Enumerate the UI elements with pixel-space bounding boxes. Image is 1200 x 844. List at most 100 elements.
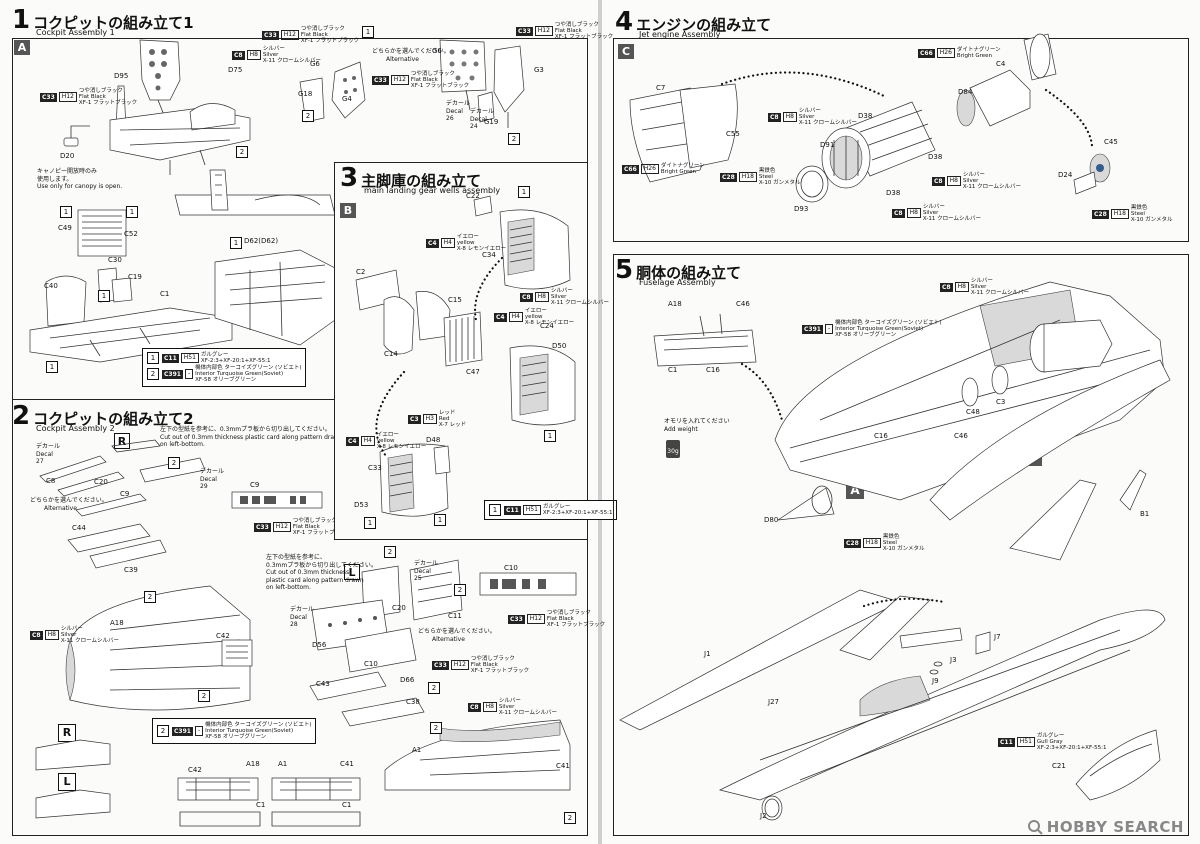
step-title-jp: コクピットの組み立て1 (33, 14, 194, 32)
part-label: D38 (858, 112, 873, 120)
step-title-en: Cockpit Assembly 2 (36, 424, 115, 433)
plastic-card-note: 左下の型紙を参考に、0.3mmプラ板から切り出してください。Cut out of… (266, 554, 377, 591)
quantity-box: 2 (302, 110, 314, 122)
part-label: C20 (94, 478, 108, 486)
part-label: C7 (656, 84, 666, 92)
part-label: C8 (46, 477, 56, 485)
quantity-box: 1 (544, 430, 556, 442)
part-label: C15 (448, 296, 462, 304)
quantity-box: 1 (230, 237, 242, 249)
quantity-box: 2 (168, 457, 180, 469)
part-label: C21 (1052, 762, 1066, 770)
quantity-box: 1 (518, 186, 530, 198)
step-4-panel (613, 38, 1189, 242)
step-title-en: Cockpit Assembly 1 (36, 28, 115, 37)
quantity-box: 2 (384, 546, 396, 558)
part-label: C4 (996, 60, 1006, 68)
weight-icon: 30g (666, 440, 680, 458)
step-title-en: main landing gear wells assembly (364, 186, 501, 195)
quantity-box: 2 (454, 584, 466, 596)
part-label: C52 (124, 230, 138, 238)
part-label: A18 (110, 619, 124, 627)
alternative-note: どちらかを選んでください。Alternative (418, 628, 496, 643)
part-label: D75 (228, 66, 243, 74)
part-label: D24 (1058, 171, 1073, 179)
quantity-box: 2 (508, 133, 520, 145)
quantity-box: 2 (430, 722, 442, 734)
part-label: A1 (278, 760, 288, 768)
part-label: D62(D62) (244, 237, 279, 245)
part-label: A1 (412, 746, 422, 754)
paint-callout-interior-green: C391- 機体内部色 ターコイズグリーン (ソビエト)Interior Tur… (802, 320, 942, 338)
part-label: D84 (958, 88, 973, 96)
part-label: J1 (704, 650, 711, 658)
part-label: C44 (72, 524, 86, 532)
part-label: D56 (312, 641, 327, 649)
step-number: 2 (12, 401, 31, 431)
part-label: C14 (384, 350, 398, 358)
step-number: 5 (615, 255, 634, 285)
part-label: C42 (216, 632, 230, 640)
part-label: J7 (994, 633, 1001, 641)
part-label: D95 (114, 72, 129, 80)
part-label: D93 (794, 205, 809, 213)
part-label: D66 (400, 676, 415, 684)
part-label: C1 (668, 366, 678, 374)
part-label: C1 (256, 801, 266, 809)
quantity-box: 2 (564, 812, 576, 824)
part-label: D48 (426, 436, 441, 444)
part-label: C24 (540, 322, 554, 330)
part-label: C9 (250, 481, 260, 489)
part-label: C42 (188, 766, 202, 774)
pattern-tag-l: L (58, 773, 76, 791)
part-label: A18 (246, 760, 260, 768)
part-label: C22 (466, 192, 480, 200)
part-label: C11 (448, 612, 462, 620)
step-title-en: Jet engine Assembly (639, 30, 721, 39)
plastic-card-note: 左下の型紙を参考に、0.3mmプラ板から切り出してください。Cut out of… (160, 426, 343, 448)
part-label: C40 (44, 282, 58, 290)
part-label: B1 (1140, 510, 1150, 518)
quantity-box: 1 (46, 361, 58, 373)
variant-tag-l: L (344, 564, 360, 580)
quantity-box: 1 (434, 514, 446, 526)
step-4-drawing (629, 33, 1111, 203)
alternative-note: どちらかを選んでください。Alternative (30, 497, 108, 512)
canopy-note: キャノピー開放時のみ使用します。Use only for canopy is o… (37, 168, 123, 190)
part-label: C30 (108, 256, 122, 264)
step-number: 4 (615, 7, 634, 37)
part-label: C9 (120, 490, 130, 498)
part-label: D38 (928, 153, 943, 161)
part-label: C38 (406, 698, 420, 706)
magnifier-icon (1027, 820, 1043, 835)
alternative-note: どちらかを選んでください。Alternative (372, 48, 450, 63)
part-label: C10 (504, 564, 518, 572)
part-label: G6 (310, 60, 320, 68)
part-label: C47 (466, 368, 480, 376)
part-label: C2 (356, 268, 366, 276)
part-label: C49 (58, 224, 72, 232)
part-label: C1 (160, 290, 170, 298)
pattern-tag-r: R (58, 724, 76, 742)
part-label: J3 (950, 656, 957, 664)
part-label: G3 (534, 66, 544, 74)
part-label: C46 (736, 300, 750, 308)
